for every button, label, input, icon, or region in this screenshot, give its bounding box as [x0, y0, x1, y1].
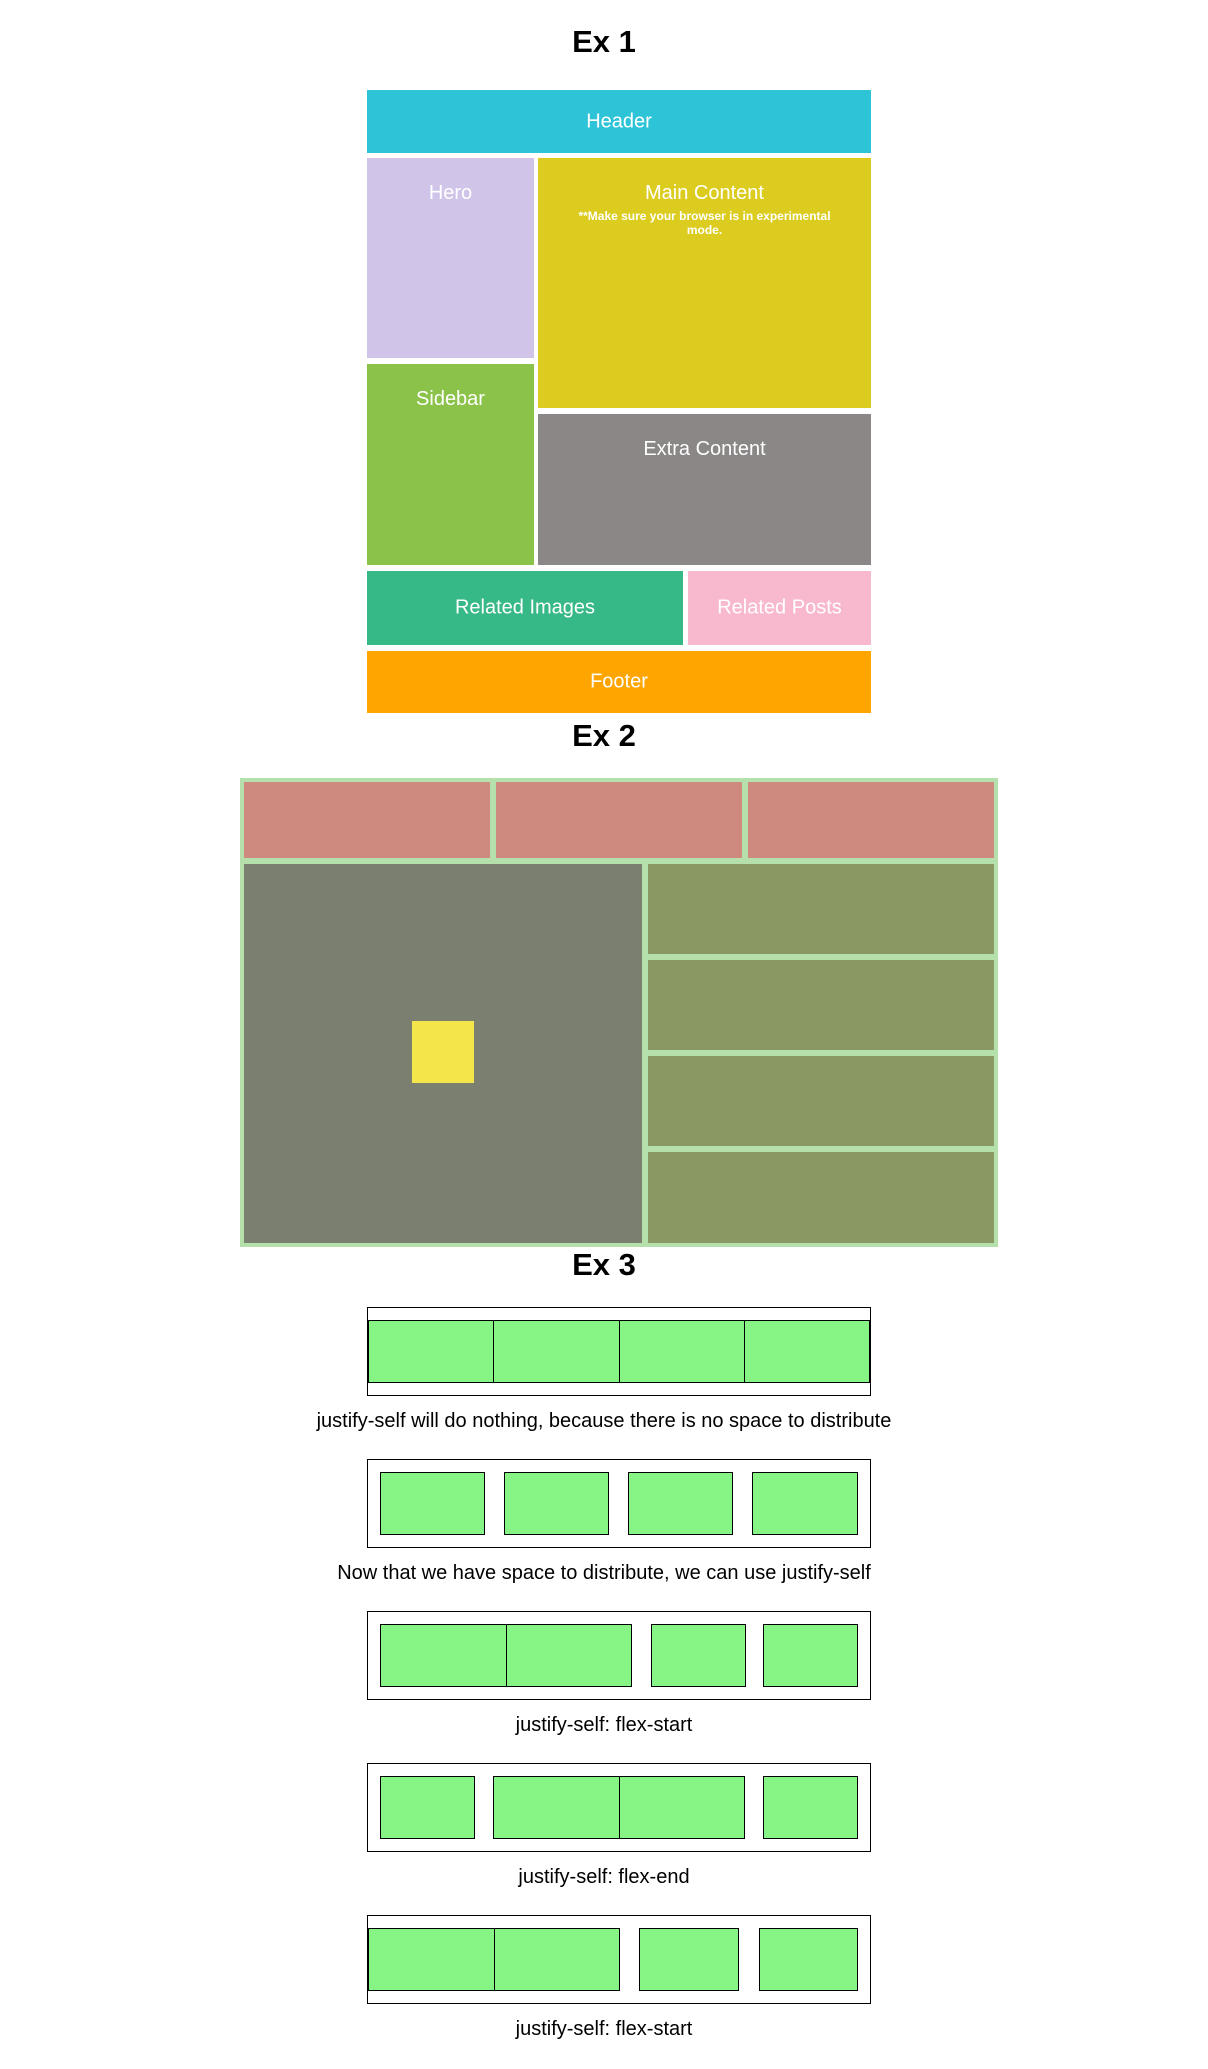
ex1-related-posts-block: Related Posts: [688, 571, 871, 645]
ex1-hero-label: Hero: [428, 182, 473, 204]
ex3-item: [628, 1472, 733, 1535]
ex3-item: [368, 1928, 495, 1991]
ex1-footer-block: Footer: [367, 651, 871, 713]
ex3-item: [368, 1320, 494, 1383]
ex1-main-content-block: Main Content **Make sure your browser is…: [538, 158, 871, 408]
ex3-item: [494, 1928, 620, 1991]
ex1-related-images-block: Related Images: [367, 571, 683, 645]
ex2-main-cell: [244, 864, 642, 1243]
ex3-flex-container-5: [367, 1915, 871, 2004]
ex2-top-cell-1: [244, 782, 490, 858]
ex2-top-cell-2: [496, 782, 742, 858]
ex1-hero-block: Hero: [367, 158, 534, 358]
ex3-item: [619, 1320, 745, 1383]
ex2-side-cell-1: [648, 864, 994, 954]
ex3-caption-5: justify-self: flex-start: [515, 2018, 693, 2040]
ex1-related-posts-label: Related Posts: [717, 596, 842, 619]
ex3-item: [651, 1624, 746, 1687]
ex3-item: [493, 1776, 620, 1839]
ex3-item: [763, 1624, 858, 1687]
ex3-flex-container-4: [367, 1763, 871, 1852]
ex3-item: [380, 1776, 475, 1839]
ex3-caption-1: justify-self will do nothing, because th…: [316, 1410, 892, 1432]
ex3-flex-container-3: [367, 1611, 871, 1700]
ex2-side-cell-4: [648, 1152, 994, 1243]
ex3-item: [506, 1624, 632, 1687]
ex3-item: [619, 1776, 745, 1839]
ex2-centered-square: [412, 1021, 474, 1083]
ex3-item: [763, 1776, 858, 1839]
ex3-item: [504, 1472, 609, 1535]
ex1-related-images-label: Related Images: [454, 596, 596, 619]
ex2-title: Ex 2: [572, 718, 636, 753]
ex3-item: [744, 1320, 870, 1383]
ex3-flex-container-1: [367, 1307, 871, 1396]
ex3-caption-3: justify-self: flex-start: [515, 1714, 693, 1736]
ex3-item: [380, 1472, 485, 1535]
ex1-sidebar-label: Sidebar: [416, 388, 485, 410]
ex2-side-cell-2: [648, 960, 994, 1050]
ex1-header-block: Header: [367, 90, 871, 153]
ex1-extra-content-label: Extra Content: [643, 438, 766, 460]
ex2-top-cell-3: [748, 782, 994, 858]
ex3-item: [493, 1320, 620, 1383]
ex3-item: [639, 1928, 739, 1991]
ex1-extra-content-block: Extra Content: [538, 414, 871, 565]
ex1-footer-label: Footer: [590, 670, 648, 693]
ex3-item: [759, 1928, 858, 1991]
ex3-caption-4: justify-self: flex-end: [518, 1866, 690, 1888]
ex1-header-label: Header: [586, 110, 652, 132]
ex3-title: Ex 3: [572, 1247, 636, 1282]
ex3-item: [752, 1472, 858, 1535]
ex1-title: Ex 1: [572, 24, 636, 59]
ex2-grid-frame: [240, 778, 998, 1247]
ex3-caption-2: Now that we have space to distribute, we…: [337, 1562, 871, 1584]
ex3-item: [380, 1624, 507, 1687]
ex3-flex-container-2: [367, 1459, 871, 1548]
ex2-side-cell-3: [648, 1056, 994, 1146]
ex1-main-content-label: Main Content: [645, 182, 764, 204]
ex1-main-content-note: **Make sure your browser is in experimen…: [578, 209, 831, 237]
ex1-sidebar-block: Sidebar: [367, 364, 534, 565]
